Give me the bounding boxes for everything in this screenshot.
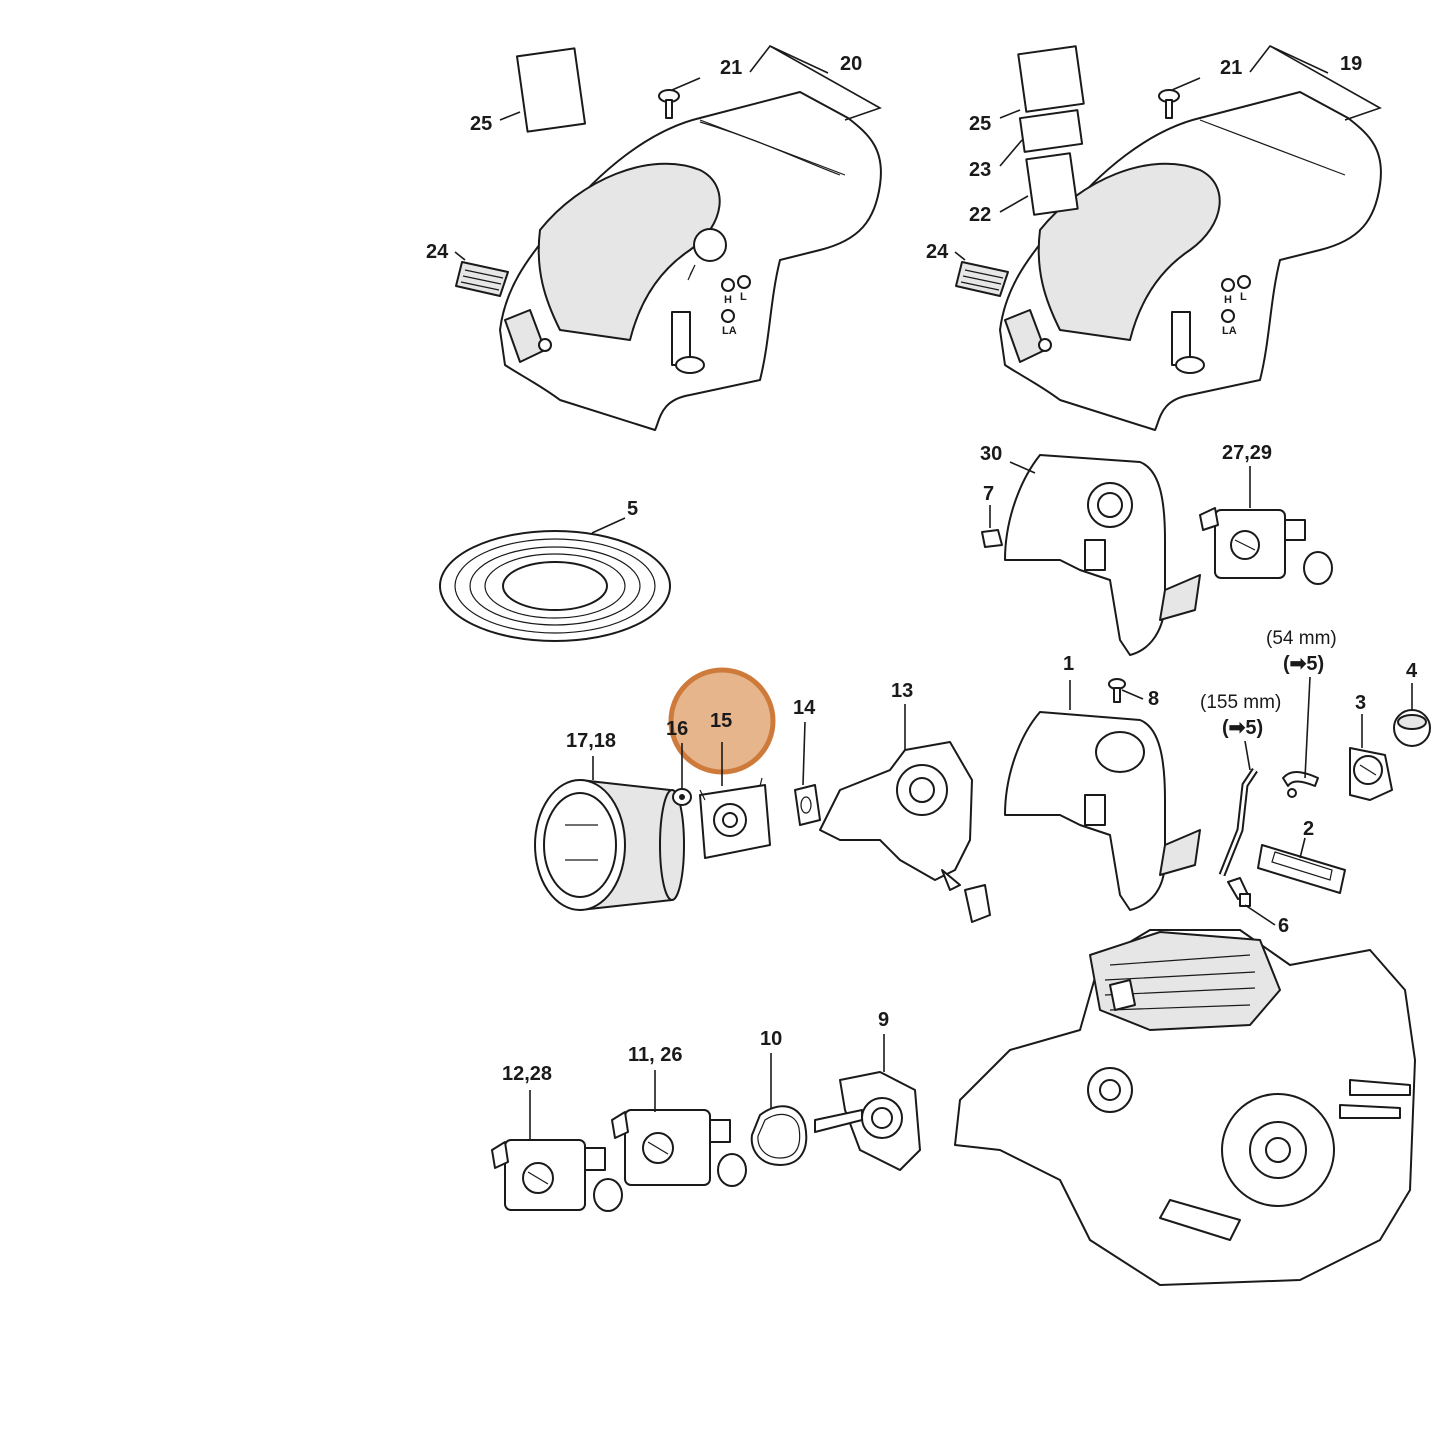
label-54mm: (54 mm) — [1266, 628, 1337, 649]
cover-mark-la: LA — [722, 325, 737, 337]
air-filter-17-18[interactable] — [534, 779, 685, 911]
label-15: 15 — [710, 710, 732, 732]
label-plate-25-left[interactable] — [515, 47, 587, 133]
label-21-left: 21 — [720, 57, 742, 79]
label-17-18: 17,18 — [566, 730, 616, 752]
label-20: 20 — [840, 53, 862, 75]
label-155mm-ref: (➡5) — [1222, 717, 1263, 739]
label-19: 19 — [1340, 53, 1362, 75]
label-155mm: (155 mm) — [1200, 692, 1281, 713]
label-16: 16 — [666, 718, 688, 740]
label-10: 10 — [760, 1028, 782, 1050]
carburetor-box-13[interactable] — [819, 741, 991, 923]
carburetor-27-29[interactable] — [1199, 507, 1333, 585]
label-24-right: 24 — [926, 241, 949, 263]
rewind-spring-5[interactable] — [439, 530, 671, 642]
clip-7[interactable] — [981, 529, 1003, 548]
cover-mark-h: H — [724, 294, 732, 306]
label-plate-23[interactable] — [1018, 109, 1084, 153]
vent-grille-24-right[interactable] — [955, 261, 1009, 297]
label-8: 8 — [1148, 688, 1159, 710]
screw-21-right[interactable] — [1158, 89, 1180, 119]
label-23: 23 — [969, 159, 991, 181]
label-plate-22[interactable] — [1025, 152, 1079, 216]
label-27-29: 27,29 — [1222, 442, 1272, 464]
label-5: 5 — [627, 498, 638, 520]
shroud-right[interactable]: H L LA — [999, 91, 1382, 431]
label-24-left: 24 — [426, 241, 449, 263]
engine-crankcase[interactable] — [954, 929, 1416, 1286]
leader-lines — [454, 44, 1413, 1140]
screw-21-left[interactable] — [658, 89, 680, 119]
label-22: 22 — [969, 204, 991, 226]
cover-mark-la-right: LA — [1222, 325, 1237, 337]
gasket-10[interactable] — [750, 1105, 808, 1166]
label-plate-25-right[interactable] — [1017, 45, 1085, 113]
fuel-pump-3[interactable] — [1349, 747, 1393, 801]
hose-54mm[interactable] — [1282, 771, 1319, 798]
label-13: 13 — [891, 680, 913, 702]
cover-mark-h-right: H — [1224, 294, 1232, 306]
label-54mm-ref: (➡5) — [1283, 653, 1324, 675]
gasket-2[interactable] — [1257, 844, 1346, 894]
label-14: 14 — [793, 697, 816, 719]
label-4: 4 — [1406, 660, 1418, 682]
filter-base-15[interactable] — [699, 777, 771, 859]
grommet-14[interactable] — [794, 784, 821, 826]
vent-grille-24-left[interactable] — [455, 261, 509, 297]
carburetor-12-28[interactable] — [491, 1139, 623, 1212]
label-3: 3 — [1355, 692, 1366, 714]
label-30: 30 — [980, 443, 1002, 465]
label-12-28: 12,28 — [502, 1063, 552, 1085]
label-25-right: 25 — [969, 113, 991, 135]
shroud-left[interactable]: H L LA — [499, 91, 882, 431]
label-2: 2 — [1303, 818, 1314, 840]
label-7: 7 — [983, 483, 994, 505]
baffle-30[interactable] — [1004, 454, 1201, 656]
pickup-body-6[interactable] — [1227, 877, 1251, 907]
label-1: 1 — [1063, 653, 1074, 675]
label-9: 9 — [878, 1009, 889, 1031]
baffle-1[interactable] — [1004, 711, 1201, 911]
cover-mark-l-right: L — [1240, 291, 1247, 303]
manifold-9[interactable] — [814, 1071, 921, 1171]
label-25-left: 25 — [470, 113, 492, 135]
cap-4[interactable] — [1393, 709, 1431, 747]
label-6: 6 — [1278, 915, 1289, 937]
carburetor-11-26[interactable] — [611, 1109, 747, 1187]
label-11-26: 11, 26 — [628, 1044, 683, 1066]
screw-8[interactable] — [1108, 678, 1126, 703]
cover-mark-l: L — [740, 291, 747, 303]
nut-16[interactable] — [672, 788, 692, 806]
fuel-hose-155mm[interactable] — [1218, 768, 1258, 877]
label-21-right: 21 — [1220, 57, 1242, 79]
